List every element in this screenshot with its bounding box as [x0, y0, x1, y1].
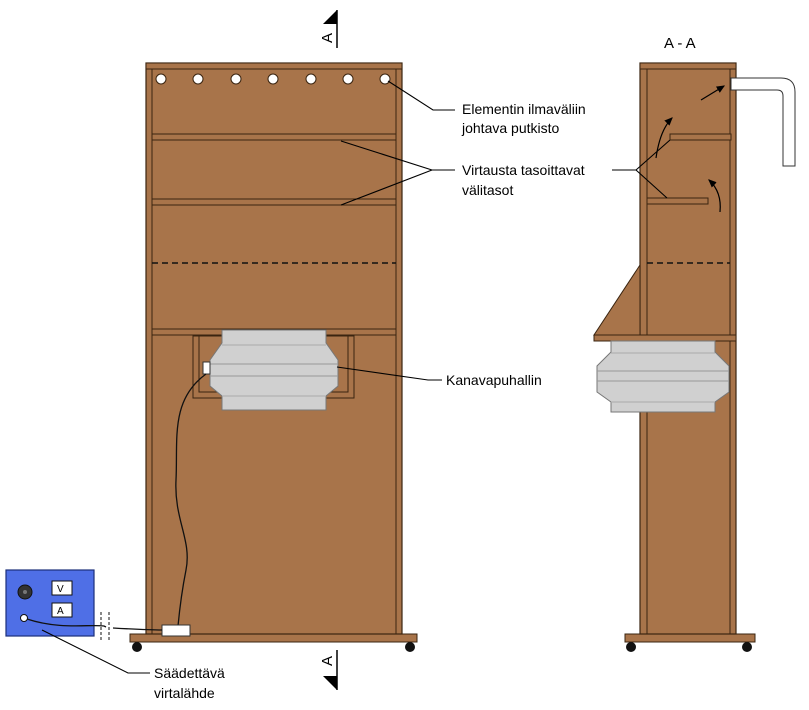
section-view: [593, 62, 796, 652]
pipe-hole: [155, 73, 167, 85]
airflow-arrow: [700, 85, 726, 101]
label-virtalahde-line2: virtalähde: [154, 685, 215, 701]
side-shelf-1: [669, 133, 732, 141]
pipe-hole: [267, 73, 279, 85]
supply-cable: [26, 618, 107, 628]
section-title: A - A: [664, 35, 696, 52]
pipe-holes: [155, 73, 391, 85]
label-putkisto-line1: Elementin ilmaväliin: [462, 101, 586, 117]
voltmeter-display: [51, 580, 73, 596]
side-wheel-left: [626, 642, 636, 652]
pipe-hole: [230, 73, 242, 85]
knob-center: [23, 590, 27, 594]
front-shelf-2: [151, 198, 397, 206]
pipe-hole: [192, 73, 204, 85]
fan-terminal-box: [202, 361, 211, 375]
label-virtalahde-line1: Säädettävä: [154, 665, 225, 681]
section-marker-bottom: A: [319, 650, 338, 690]
label-valitasot-line2: välitasot: [462, 182, 513, 198]
output-terminal-icon: [20, 614, 28, 622]
ammeter-display: [51, 602, 73, 618]
front-wheel-right: [405, 642, 415, 652]
airflow-arrow: [655, 117, 673, 159]
label-puhallin: Kanavapuhallin: [446, 372, 542, 388]
duct-fan-side: [596, 340, 730, 413]
pipe-hole: [342, 73, 354, 85]
power-supply: V A: [5, 569, 95, 637]
leader-valitaso-1: [340, 140, 433, 171]
section-marker-top: A: [319, 10, 338, 48]
side-base-plate: [624, 633, 756, 643]
outlet-pipe: [730, 77, 796, 167]
leader-virtalahde: [41, 629, 150, 674]
pipe-hole: [379, 73, 391, 85]
side-shelf-2: [646, 197, 709, 205]
section-marker-bottom-label: A: [319, 656, 336, 666]
airflow-arrow: [708, 179, 721, 213]
pipe-hole: [305, 73, 317, 85]
front-shelf-1: [151, 133, 397, 141]
front-view: [129, 62, 418, 652]
airflow-arrows: [655, 85, 726, 213]
supply-cable-continuation: [112, 627, 163, 631]
leader-puhallin: [336, 366, 442, 381]
ammeter-label: A: [57, 606, 64, 617]
leader-putkisto: [387, 80, 455, 111]
front-top-rail: [145, 62, 403, 70]
duct-fan-front: [209, 329, 339, 411]
fan-power-cable: [175, 373, 207, 627]
front-wheel-left: [132, 642, 142, 652]
label-valitasot-line1: Virtausta tasoittavat: [462, 162, 585, 178]
label-putkisto-line2: johtava putkisto: [461, 120, 559, 136]
side-wheel-right: [742, 642, 752, 652]
side-top-rail: [639, 62, 737, 70]
side-fan-shelf: [593, 334, 737, 342]
leader-valitaso-side-2: [635, 139, 671, 171]
leader-valitaso-2: [340, 169, 433, 206]
power-supply-box: [5, 569, 95, 637]
floor-connector: [161, 624, 191, 637]
section-marker-top-label: A: [319, 33, 336, 43]
inlet-hood: [593, 263, 641, 336]
leader-valitaso-side-3: [635, 169, 668, 199]
voltmeter-label: V: [57, 584, 64, 595]
leader-lines: [41, 80, 671, 674]
